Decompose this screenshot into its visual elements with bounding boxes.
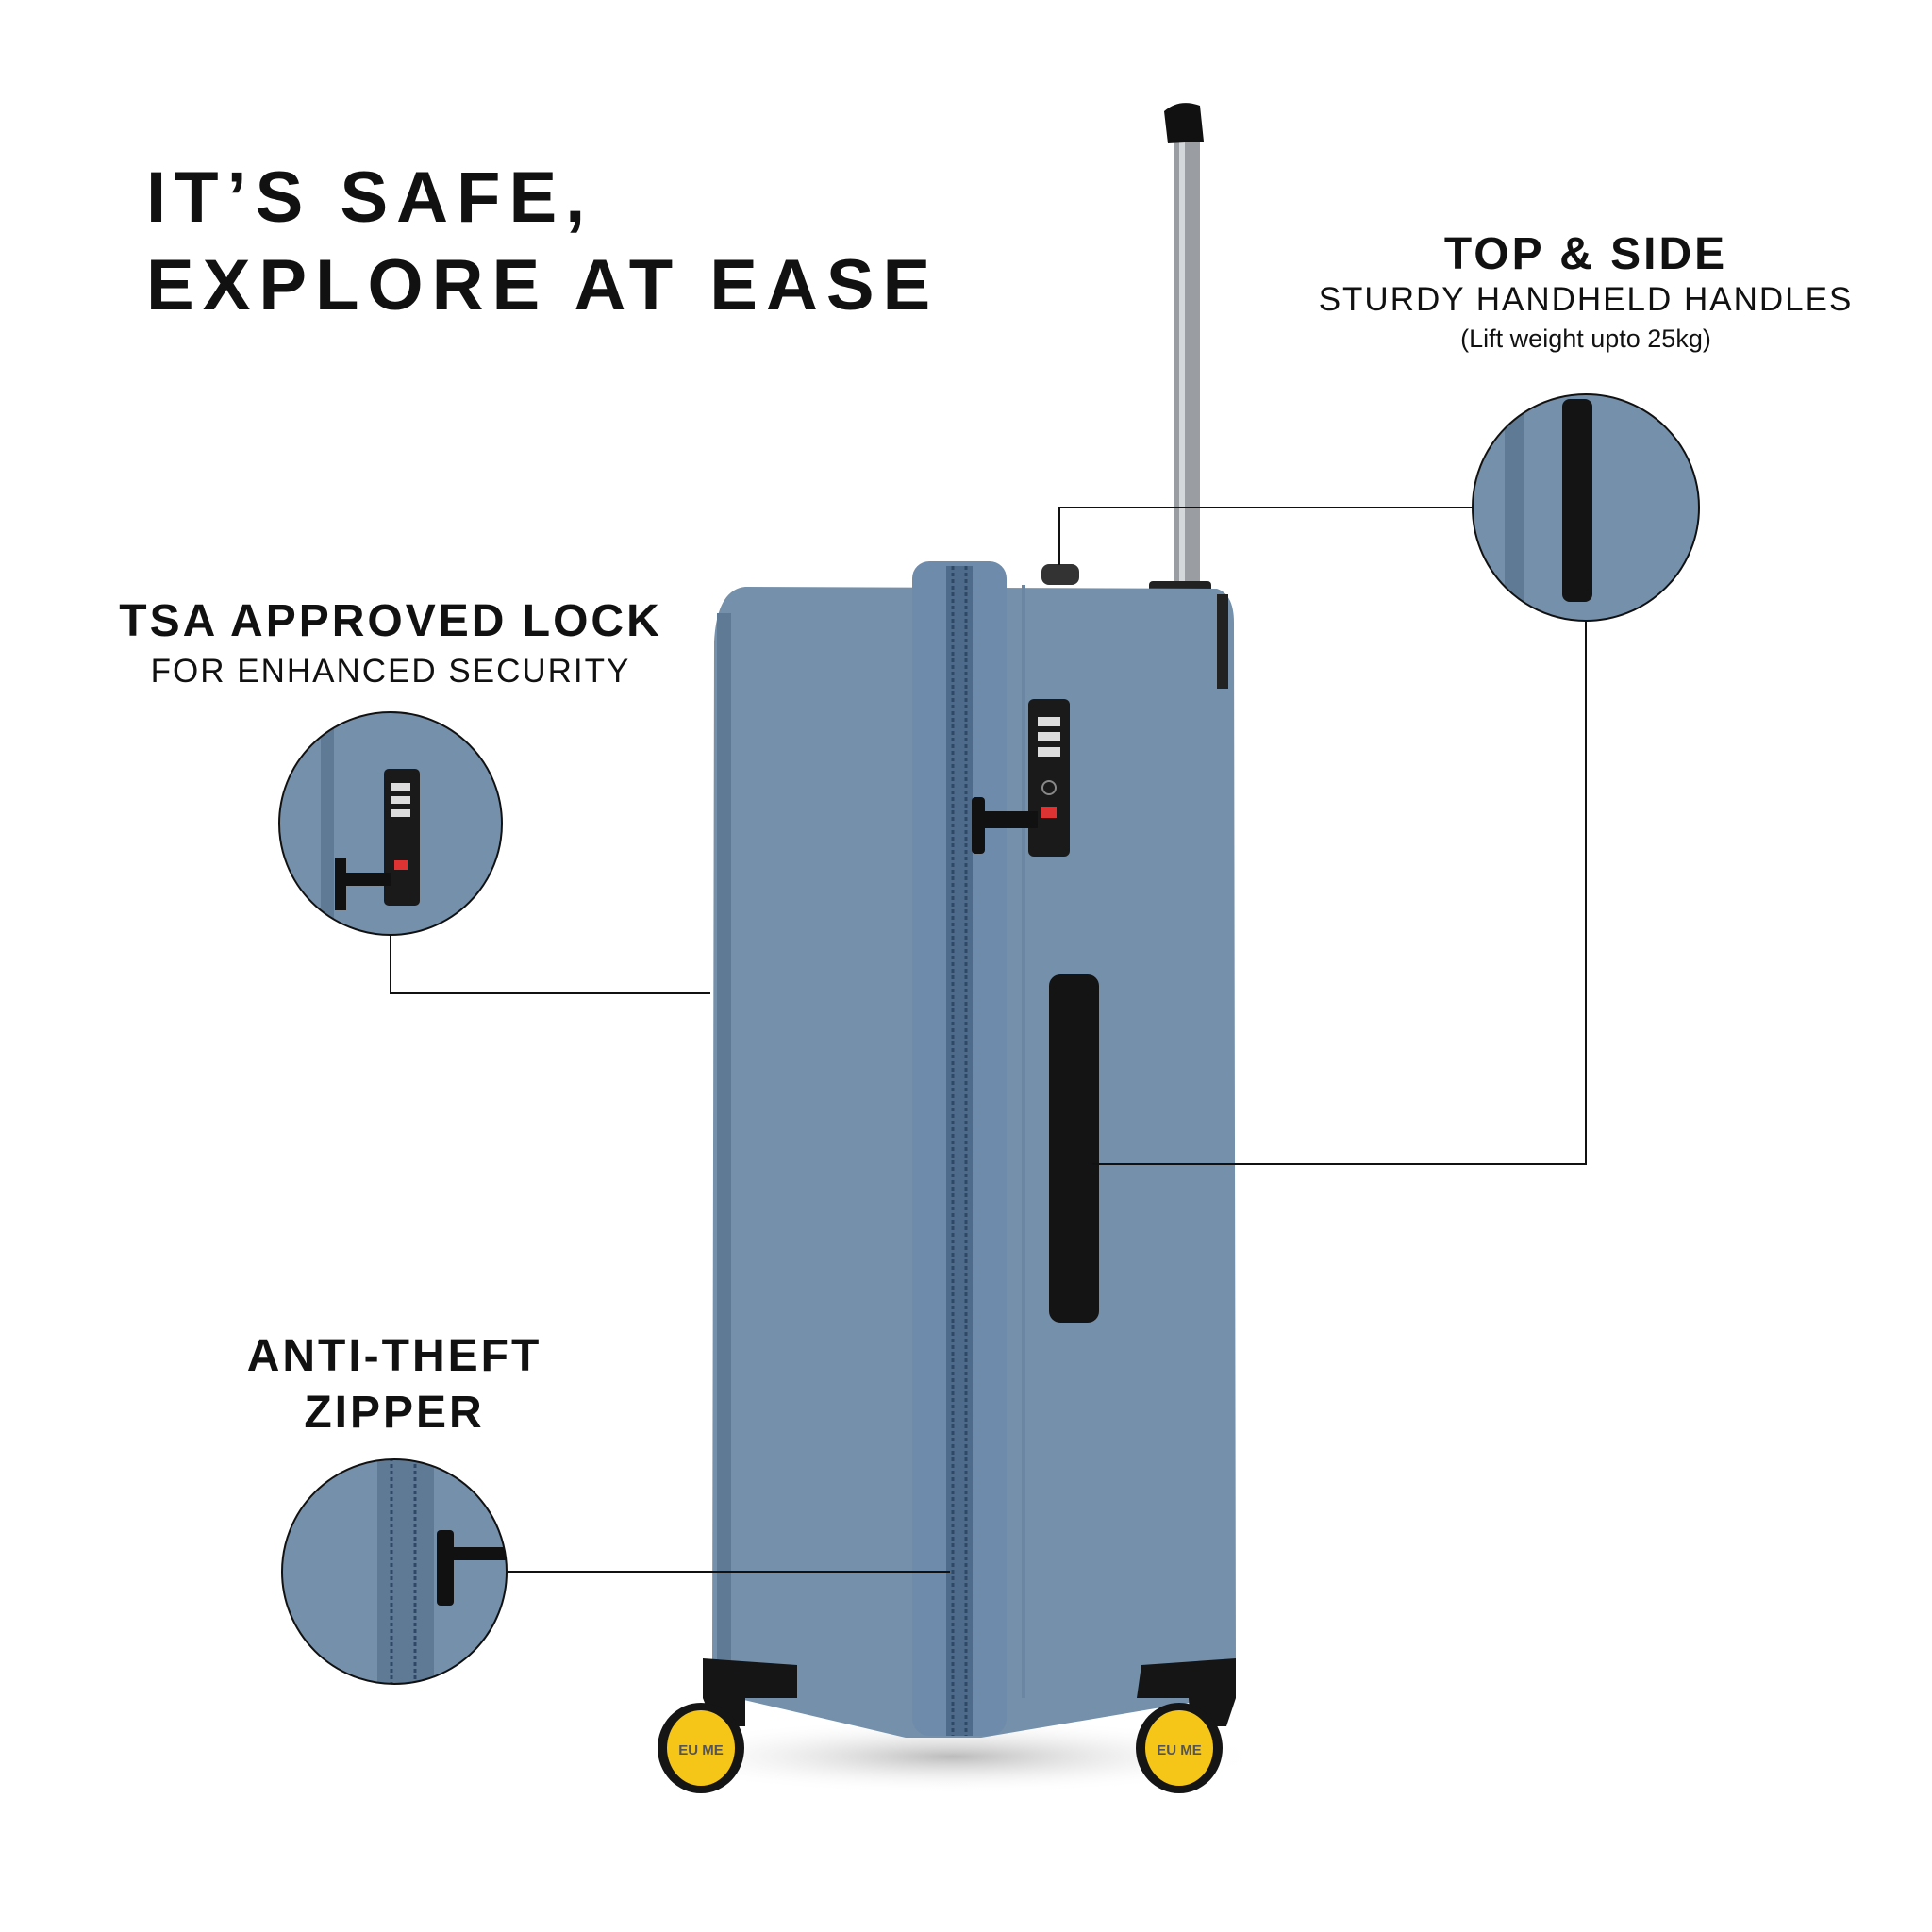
wheel-left [667,1710,735,1786]
top-handle-knob [1041,564,1079,585]
handles-title: TOP & SIDE [1443,229,1728,279]
floor-shadow [641,1719,1264,1794]
side-handle [1049,974,1099,1323]
wheel-logo-right: EU ME [1157,1742,1202,1758]
wheels: EU ME EU ME [658,1658,1236,1793]
handles-subtitle: STURDY HANDHELD HANDLES [1318,281,1854,318]
tsa-lock [972,699,1070,857]
wheel-logo-left: EU ME [678,1742,724,1758]
headline-line-1: IT’S SAFE, [146,158,594,238]
wheel-right [1145,1710,1213,1786]
telescopic-handle [1149,103,1211,594]
handles-note: (Lift weight upto 25kg) [1460,325,1711,353]
suitcase-body [712,561,1236,1738]
headline-line-2: EXPLORE AT EASE [146,245,940,325]
detail-circle-handle [1472,393,1700,622]
zipper-title-1: ANTI-THEFT [246,1331,542,1381]
lock-subtitle: FOR ENHANCED SECURITY [150,653,631,690]
lock-title: TSA APPROVED LOCK [119,596,662,646]
callout-lines [390,507,1587,1573]
detail-circle-lock [278,711,503,936]
detail-circle-zipper [281,1458,508,1685]
zipper-title-2: ZIPPER [304,1388,485,1438]
